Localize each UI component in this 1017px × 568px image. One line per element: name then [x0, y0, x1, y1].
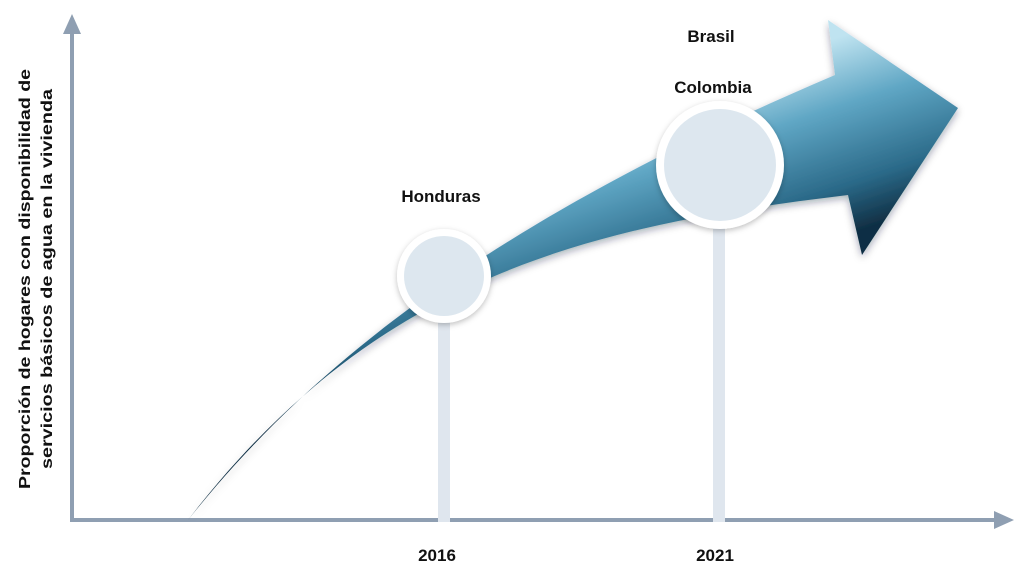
- stem-2021: [713, 200, 725, 522]
- year-label-2016: 2016: [418, 546, 456, 565]
- country-label-honduras: Honduras: [401, 187, 480, 206]
- milestone-marker-2021: [656, 101, 784, 229]
- year-label-2021: 2021: [696, 546, 734, 565]
- y-axis-label-line2: servicios básicos de agua en la vivienda: [39, 89, 56, 469]
- country-label-brasil: Brasil: [687, 27, 734, 46]
- x-axis-arrowhead: [994, 511, 1014, 529]
- y-axis-arrowhead: [63, 14, 81, 34]
- stem-2016: [438, 300, 450, 522]
- country-label-colombia: Colombia: [674, 78, 752, 97]
- growth-arrow: [188, 20, 958, 520]
- milestone-marker-2016: [397, 229, 491, 323]
- y-axis-label-line1: Proporción de hogares con disponibilidad…: [17, 69, 34, 489]
- axes: [63, 14, 1014, 529]
- y-axis-label: Proporción de hogares con disponibilidad…: [17, 69, 56, 489]
